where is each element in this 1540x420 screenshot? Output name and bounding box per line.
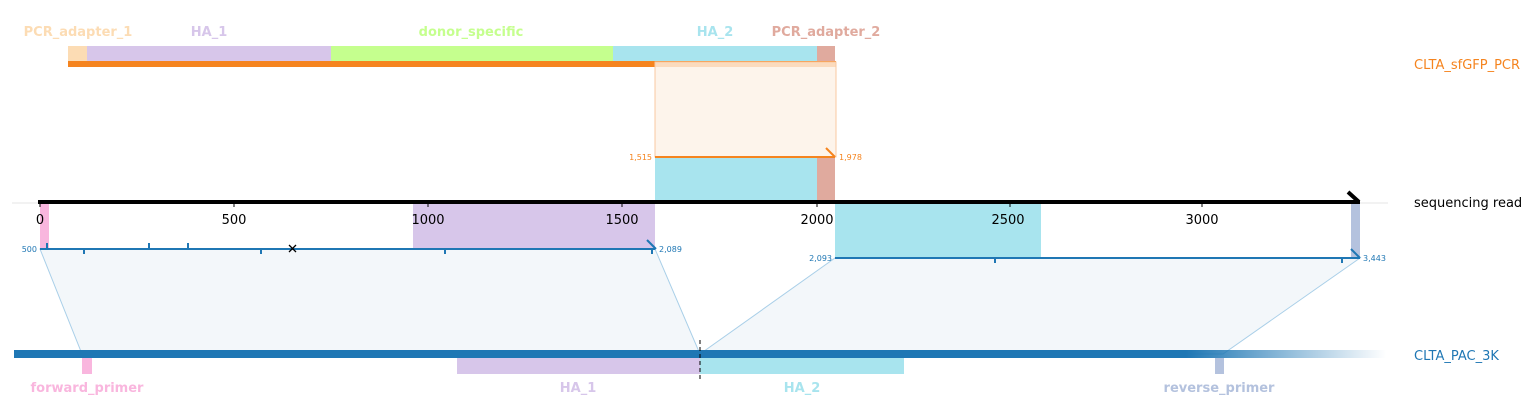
- alignment-genome-left-arrow: [646, 239, 657, 250]
- genome-feature-reverse-primer: [1215, 358, 1224, 374]
- axis-tick-label: 0: [36, 213, 44, 228]
- axis-tick-label: 2500: [991, 213, 1024, 228]
- alignment-pcr-shade: [654, 61, 837, 158]
- alignment-pcr-arrow: [825, 147, 836, 158]
- axis-tick-label: 1000: [411, 213, 444, 228]
- genome-feature-ha2: [700, 358, 904, 374]
- alignment-genome-left-start-label: 500: [22, 245, 37, 254]
- alignment-genome-right-arrow: [1350, 248, 1361, 259]
- genome-track-fade: [1186, 350, 1386, 358]
- pcr-feature-label-ha1: HA_1: [191, 25, 228, 40]
- genome-track-line: [14, 350, 1186, 358]
- alignment-pcr-start-label: 1,515: [629, 153, 652, 162]
- alignment-genome-right-start-label: 2,093: [809, 254, 832, 263]
- alignment-genome-left: 500 2,089: [22, 239, 701, 355]
- read-feature-ha2: [835, 203, 1041, 258]
- pcr-feature-label-ha2: HA_2: [697, 25, 734, 40]
- pcr-track-line: [68, 61, 836, 67]
- read-axis: 0 500 1000 1500 2000 2500 3000 sequencin…: [12, 190, 1522, 258]
- alignment-pcr-ha2-block: [655, 157, 817, 202]
- pcr-feature-adapter-1: [68, 46, 87, 62]
- pcr-feature-label-adapter-2: PCR_adapter_2: [772, 25, 881, 40]
- axis-tick-label: 500: [222, 213, 247, 228]
- alignment-genome-left-shade: [39, 248, 701, 355]
- alignment-genome-left-end-label: 2,089: [659, 245, 682, 254]
- read-feature-forward-primer: [40, 203, 49, 249]
- read-track-name: sequencing read: [1414, 196, 1522, 211]
- pcr-feature-adapter-2: [817, 46, 835, 62]
- pcr-track-name: CLTA_sfGFP_PCR: [1414, 58, 1520, 73]
- read-feature-reverse-primer: [1351, 203, 1360, 258]
- alignment-pcr: 1,515 1,978: [629, 61, 862, 202]
- axis-ticks: 0 500 1000 1500 2000 2500 3000: [36, 203, 1219, 228]
- alignment-pcr-adapter2-block: [817, 157, 835, 202]
- alignment-genome-right-end-label: 3,443: [1363, 254, 1386, 263]
- genome-track: forward_primer HA_1 HA_2 reverse_primer …: [14, 340, 1499, 396]
- read-feature-ha1: [413, 203, 655, 249]
- axis-tick-label: 2000: [800, 213, 833, 228]
- pcr-feature-label-donor-specific: donor_specific: [419, 25, 524, 40]
- deletion-cross-icon: [288, 244, 297, 253]
- genome-feature-label-forward-primer: forward_primer: [31, 381, 145, 396]
- genome-feature-ha1: [457, 358, 700, 374]
- pcr-feature-ha1: [87, 46, 331, 62]
- pcr-feature-label-adapter-1: PCR_adapter_1: [24, 25, 133, 40]
- pcr-feature-donor-specific: [331, 46, 613, 62]
- genome-feature-label-reverse-primer: reverse_primer: [1164, 381, 1276, 396]
- genome-feature-label-ha2: HA_2: [784, 381, 821, 396]
- alignment-genome-right-shade: [698, 257, 1362, 355]
- pcr-feature-ha2: [613, 46, 817, 62]
- genome-feature-label-ha1: HA_1: [560, 381, 597, 396]
- axis-tick-label: 3000: [1185, 213, 1218, 228]
- alignment-genome-right: 2,093 3,443: [698, 248, 1386, 355]
- genome-track-name: CLTA_PAC_3K: [1414, 349, 1499, 364]
- alignment-pcr-end-label: 1,978: [839, 153, 862, 162]
- read-arrow: [1346, 190, 1361, 204]
- genome-feature-forward-primer: [82, 358, 92, 374]
- axis-tick-label: 1500: [605, 213, 638, 228]
- pcr-track: PCR_adapter_1 HA_1 donor_specific HA_2 P…: [24, 25, 1520, 73]
